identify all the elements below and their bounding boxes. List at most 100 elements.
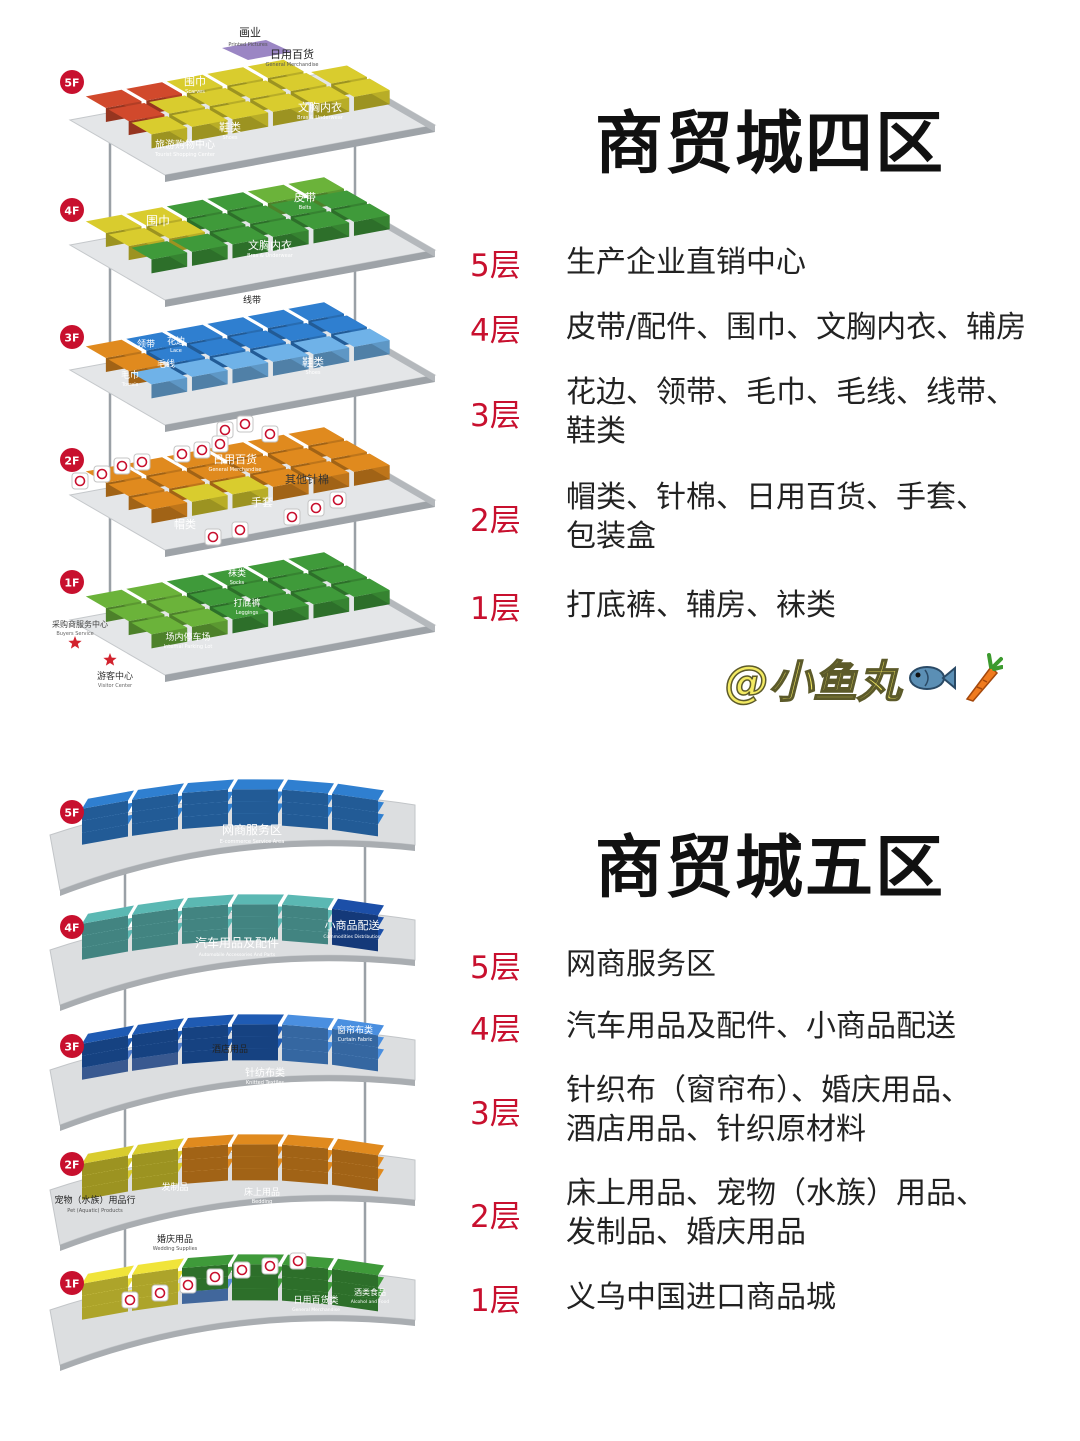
facility-icon: [173, 445, 191, 463]
stall-block: [82, 1265, 134, 1284]
stall-block: [270, 72, 327, 92]
fish-icon: [909, 665, 956, 691]
area-label: 发制品: [161, 1181, 188, 1193]
stall-block-front: [182, 1156, 228, 1172]
area-label-en: Alcohol and Food: [351, 1299, 390, 1305]
stall-block: [311, 565, 367, 584]
facility-icon: [231, 521, 249, 539]
stall-block: [85, 89, 142, 108]
stall-block: [230, 330, 286, 349]
facility-icon-glyph: [182, 1279, 194, 1291]
facility-icon-glyph: [154, 1287, 166, 1299]
stall-block: [131, 616, 188, 635]
stall-block-front: [82, 927, 128, 948]
floor-desc: 床上用品、宠物（水族）用品、 发制品、婚庆用品: [566, 1176, 986, 1250]
floor-level: 2层: [470, 1198, 521, 1235]
floor-badge-circle: [60, 325, 84, 349]
stall-block-front: [182, 789, 228, 805]
area-label-en: General Merchandise: [292, 1307, 340, 1313]
stall-block: [293, 461, 350, 480]
stall-block-front: [82, 1059, 128, 1080]
stall-block: [212, 101, 269, 120]
stall-block-front: [232, 789, 278, 802]
facility-icon-glyph: [264, 428, 276, 440]
stall-block-front: [232, 1048, 278, 1061]
z4-3f-plate-edge: [165, 375, 435, 432]
paint-block: [222, 40, 292, 60]
floor-badge-circle: [60, 1271, 84, 1295]
facility-icon: [71, 472, 89, 490]
area-label: 汽车用品及配件: [195, 935, 279, 950]
stall-block-front: [132, 1052, 178, 1071]
stall-block-front: [232, 904, 278, 917]
stall-block: [332, 898, 384, 916]
facility-icon-glyph: [196, 444, 208, 456]
stall-block: [108, 102, 165, 122]
stall-block: [189, 212, 246, 232]
area-label: 采购商服务中心: [52, 619, 108, 629]
area-label-en: Towels: [121, 382, 139, 388]
stall-block: [311, 65, 367, 84]
floor-desc: 网商服务区: [566, 946, 716, 982]
stall-block: [85, 214, 142, 233]
facility-icon: [329, 491, 347, 509]
stall-block: [149, 345, 205, 364]
stall-block: [82, 1025, 134, 1044]
area-label: 文胸内衣: [298, 100, 342, 114]
stall-block: [282, 1014, 334, 1029]
stall-block: [288, 302, 345, 321]
stall-block-front: [132, 1172, 178, 1191]
stall-block-front: [182, 801, 228, 817]
facility-icon-glyph: [176, 448, 188, 460]
stall-block-front: [232, 916, 278, 929]
stall-block-front: [82, 824, 128, 845]
stall-block: [108, 352, 165, 372]
stall-block-front: [282, 1024, 328, 1041]
stall-block: [182, 779, 234, 793]
area-label: 画业: [239, 26, 261, 39]
area-label-en: Leggings: [236, 610, 259, 616]
area-label: 床上用品: [244, 1186, 280, 1198]
stall-block: [282, 779, 334, 794]
stall-block-front: [232, 1144, 278, 1157]
area-label: 网商服务区: [222, 822, 282, 837]
stall-block: [311, 315, 367, 334]
floor-badge-circle: [60, 198, 84, 222]
stall-block-front: [332, 908, 378, 928]
stall-block-front: [82, 1035, 128, 1056]
facility-icon-glyph: [332, 494, 344, 506]
stall-block-front: [332, 920, 378, 940]
stall-block: [108, 602, 165, 622]
stall-block: [126, 82, 183, 101]
stall-block: [288, 427, 345, 446]
facility-icon: [211, 435, 229, 453]
stall-block-front: [182, 1024, 228, 1040]
star-icon: [68, 636, 82, 649]
z4-2f-plate-edge: [165, 500, 435, 557]
zone4-floor-1: 1层 打底裤、辅房、袜类: [470, 583, 1060, 627]
facility-icon-glyph: [209, 1271, 221, 1283]
stall-block-front: [182, 1144, 228, 1160]
stall-block-front: [182, 1168, 228, 1184]
floor-desc: 帽类、针棉、日用百货、手套、 包装盒: [566, 480, 986, 554]
stall-block-front: [132, 1028, 178, 1047]
stall-block: [132, 898, 184, 915]
stall-block-front: [82, 1299, 128, 1320]
stall-block: [288, 177, 345, 196]
area-label: 日用百货: [213, 452, 257, 466]
stall-block: [85, 339, 142, 358]
stall-block-front: [332, 1292, 378, 1312]
area-label-en: Printed Pictures: [228, 42, 268, 48]
stall-block: [182, 894, 234, 908]
stall-block: [282, 894, 334, 909]
stall-block: [232, 894, 284, 905]
stall-block: [207, 567, 264, 586]
stall-block: [212, 226, 269, 245]
area-label-en: Buyers Service: [56, 631, 93, 637]
stall-block: [149, 95, 205, 114]
facility-icon-glyph: [264, 1260, 276, 1272]
stall-block-front: [332, 1028, 378, 1048]
stall-block: [232, 1134, 284, 1145]
stall-block-front: [132, 1040, 178, 1059]
